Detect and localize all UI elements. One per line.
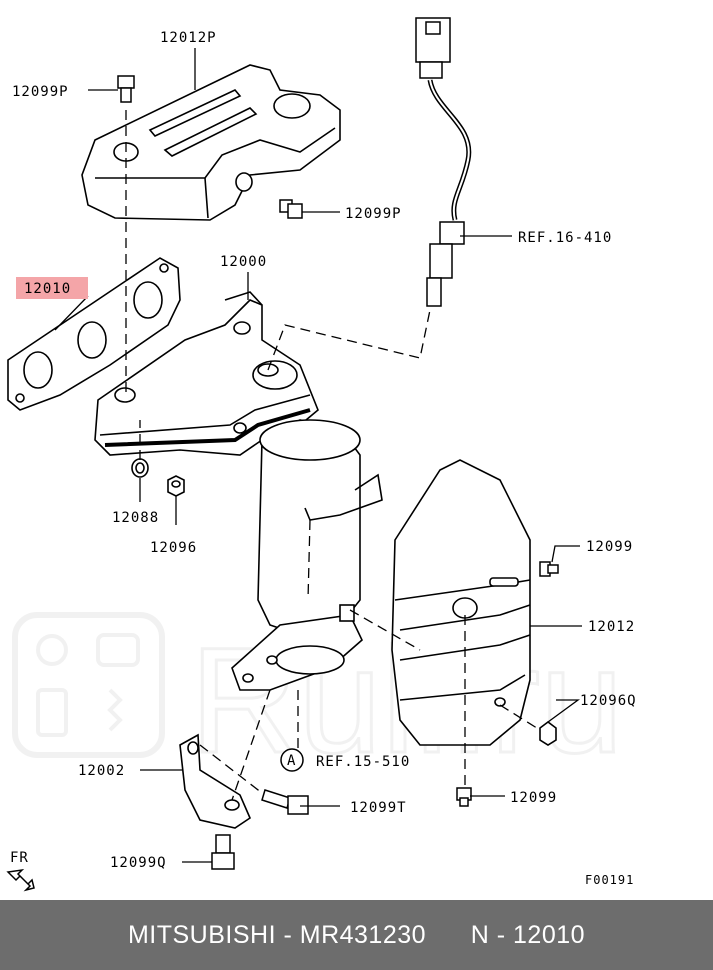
nut-12096 <box>167 475 185 497</box>
label-ref-16-410: REF.16-410 <box>518 230 612 246</box>
label-12099p-left: 12099P <box>12 84 69 100</box>
leader-lines <box>54 48 582 863</box>
label-12099p-right: 12099P <box>345 206 402 222</box>
gasket <box>7 257 181 411</box>
nut-12096q <box>539 721 557 746</box>
label-12096q: 12096Q <box>580 693 637 709</box>
label-12012p: 12012P <box>160 30 217 46</box>
exhaust-manifold <box>94 291 319 456</box>
catalytic-converter <box>231 419 383 691</box>
label-12012: 12012 <box>588 619 635 635</box>
label-12099t: 12099T <box>350 800 407 816</box>
ref-a-circle-label: A <box>287 753 296 769</box>
footer-bar: MITSUBISHI - MR431230 N - 12010 <box>0 900 713 970</box>
bolt-top-right <box>279 199 303 219</box>
exhaust-manifold-diagram: Rull.ru <box>6 17 637 892</box>
bolt-12099t <box>261 789 309 815</box>
label-12000: 12000 <box>220 254 267 270</box>
label-fr: FR <box>10 850 29 866</box>
bolt-right-upper <box>539 561 559 577</box>
label-12096: 12096 <box>150 540 197 556</box>
footer-brand: MITSUBISHI <box>127 920 277 949</box>
gasket-label-highlight <box>16 277 88 299</box>
footer-sep: - <box>276 920 300 949</box>
fr-arrow-icon <box>6 868 35 892</box>
label-ref-15-510: REF.15-510 <box>316 754 410 770</box>
label-12099-upper: 12099 <box>586 539 633 555</box>
label-12002: 12002 <box>78 763 125 779</box>
nut-12088 <box>131 458 149 478</box>
label-12099-lower: 12099 <box>510 790 557 806</box>
label-12010: 12010 <box>24 281 71 297</box>
footer-ref: N - 12010 <box>470 920 586 949</box>
label-12099q: 12099Q <box>110 855 167 871</box>
ref-a-marker: A <box>280 748 304 772</box>
bolt-right-lower <box>456 787 472 807</box>
footer-part-number: MR431230 <box>299 920 427 949</box>
figure-code: F00191 <box>585 873 634 887</box>
bracket <box>179 733 252 829</box>
label-12088: 12088 <box>112 510 159 526</box>
bolt-top-left <box>117 75 135 103</box>
footer-gap <box>426 921 471 950</box>
bolt-12099q <box>211 834 235 870</box>
lower-heat-shield <box>391 459 531 746</box>
oxygen-sensor <box>415 17 472 307</box>
top-heat-shield <box>81 64 341 221</box>
